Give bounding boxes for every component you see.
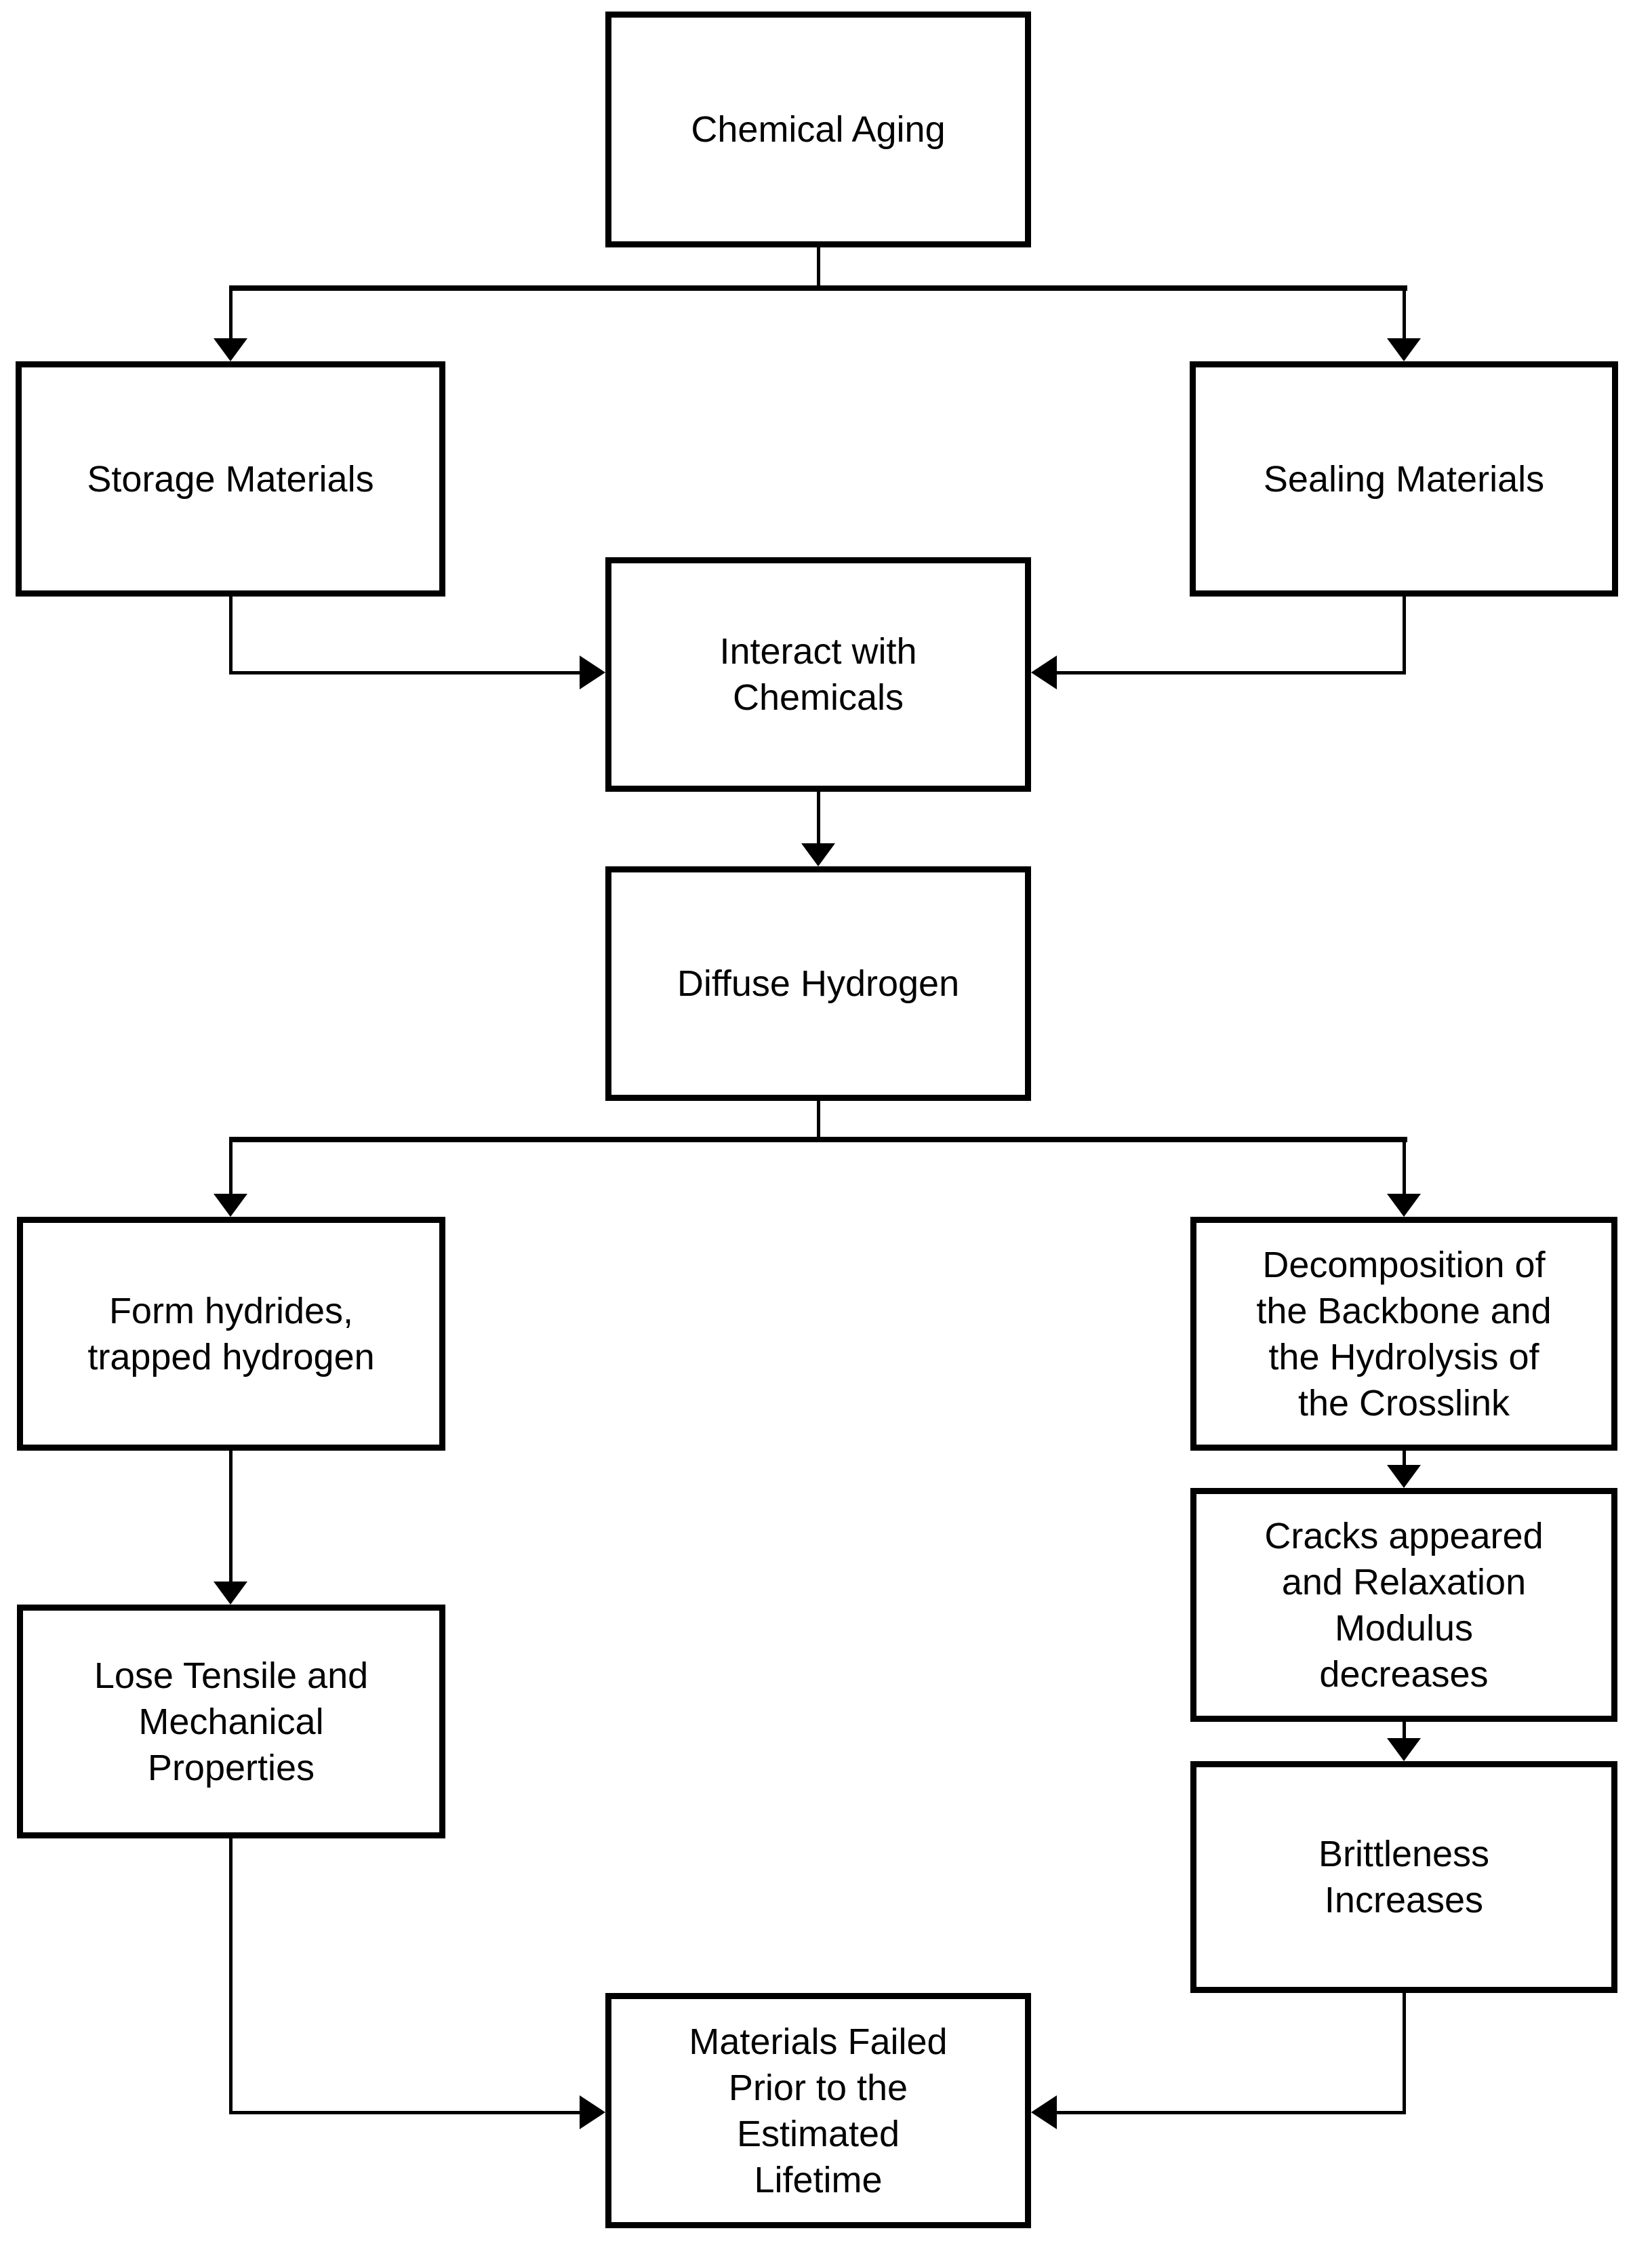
- node-interact-with-chemicals: Interact with Chemicals: [605, 557, 1031, 792]
- edge-lose-horizontal-line: [229, 2111, 581, 2114]
- edge-lose-down-line: [229, 1838, 233, 2114]
- node-materials-failed: Materials Failed Prior to the Estimated …: [605, 1993, 1031, 2228]
- node-storage-materials: Storage Materials: [16, 361, 445, 597]
- arrowhead-into-interact-left-icon: [580, 656, 605, 689]
- arrowhead-into-brittleness-icon: [1387, 1738, 1421, 1761]
- edge-to-decomposition-line: [1403, 1142, 1406, 1194]
- edge-interact-diffuse-line: [817, 792, 820, 845]
- edge-chemical-aging-stub-line: [817, 247, 820, 288]
- node-diffuse-hydrogen: Diffuse Hydrogen: [605, 866, 1031, 1101]
- edge-storage-horizontal-line: [229, 671, 581, 674]
- node-sealing-materials: Sealing Materials: [1190, 361, 1618, 597]
- edge-to-storage-line: [229, 291, 233, 338]
- arrowhead-into-storage-icon: [214, 338, 247, 361]
- edge-brittleness-down-line: [1403, 1993, 1406, 2114]
- arrowhead-into-decomposition-icon: [1387, 1194, 1421, 1217]
- edge-cracks-brittleness-line: [1403, 1722, 1406, 1738]
- node-lose-tensile: Lose Tensile and Mechanical Properties: [17, 1605, 445, 1838]
- node-decomposition: Decomposition of the Backbone and the Hy…: [1190, 1217, 1617, 1451]
- arrowhead-into-interact-right-icon: [1031, 656, 1057, 689]
- edge-storage-down-line: [229, 597, 233, 674]
- arrowhead-into-diffuse-icon: [801, 843, 835, 866]
- edge-diffuse-stub-line: [817, 1101, 820, 1140]
- node-chemical-aging: Chemical Aging: [605, 12, 1031, 247]
- edge-to-form-hydrides-line: [229, 1142, 233, 1194]
- arrowhead-into-form-hydrides-icon: [214, 1194, 247, 1217]
- edge-sealing-down-line: [1403, 597, 1406, 674]
- node-cracks: Cracks appeared and Relaxation Modulus d…: [1190, 1488, 1617, 1722]
- edge-form-lose-line: [229, 1451, 233, 1582]
- arrowhead-into-sealing-icon: [1387, 338, 1421, 361]
- node-form-hydrides: Form hydrides, trapped hydrogen: [17, 1217, 445, 1451]
- edge-decomposition-cracks-line: [1403, 1451, 1406, 1465]
- edge-mid-branch-rail-line: [229, 1137, 1407, 1142]
- node-brittleness: Brittleness Increases: [1190, 1761, 1617, 1993]
- edge-top-branch-rail-line: [229, 285, 1407, 291]
- edge-brittleness-horizontal-line: [1057, 2111, 1406, 2114]
- arrowhead-into-lose-tensile-icon: [214, 1582, 247, 1605]
- arrowhead-into-cracks-icon: [1387, 1465, 1421, 1488]
- edge-to-sealing-line: [1403, 291, 1406, 338]
- arrowhead-into-failed-left-icon: [580, 2095, 605, 2129]
- edge-sealing-horizontal-line: [1057, 671, 1406, 674]
- arrowhead-into-failed-right-icon: [1031, 2095, 1057, 2129]
